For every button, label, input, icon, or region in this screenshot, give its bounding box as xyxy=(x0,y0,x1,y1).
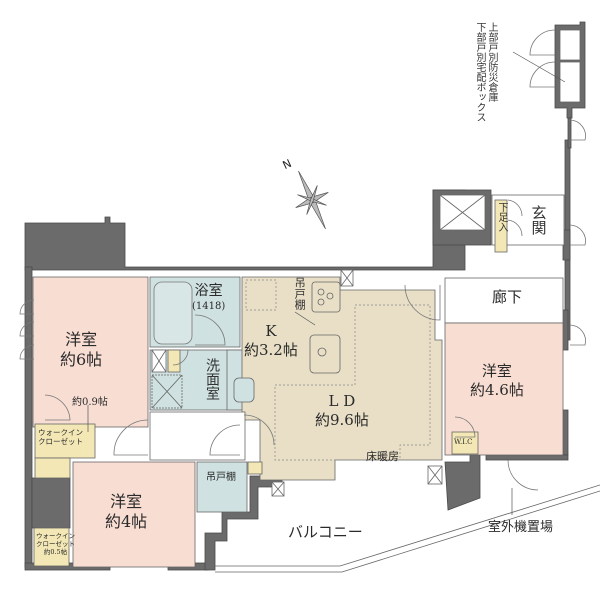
bedroom-2-size: 約4.6帖 xyxy=(470,380,524,399)
leader-lines xyxy=(87,51,566,515)
bedroom-2-wic-label: W.I.C xyxy=(454,438,473,446)
bedroom-1-size: 約6帖 xyxy=(60,350,103,369)
bedroom-1-label: 洋室 約6帖 xyxy=(60,330,102,370)
wic-2-line2: クローゼット xyxy=(36,540,75,549)
bedroom-6-fill xyxy=(32,276,149,428)
wic-2-line1: ウォークイン xyxy=(36,532,75,540)
bedroom-2-name: 洋室 xyxy=(481,362,512,380)
bedroom-3-label: 洋室 約4帖 xyxy=(105,492,147,532)
ld-name: L D xyxy=(328,392,356,410)
washroom-label: 洗面室 xyxy=(204,358,220,400)
shoe-storage-label: 下足入 xyxy=(496,202,507,232)
storage-note-line2: 下部戸別宅配ボックス xyxy=(474,22,485,122)
bedroom-3-size: 約4帖 xyxy=(105,512,148,531)
kitchen-name: K xyxy=(265,322,277,340)
door-swings xyxy=(19,29,586,491)
storage-note-line1: 上部戸別防災倉庫 xyxy=(486,22,497,102)
ld-label: L D 約9.6帖 xyxy=(315,392,369,430)
wic-1-line1: ウォークイン xyxy=(38,428,83,437)
toilet-cabinet-label: 吊戸棚 xyxy=(206,472,236,483)
bedroom-3-name: 洋室 xyxy=(110,492,143,511)
wic-2-label: ウォークイン クローゼット 約0.5帖 xyxy=(36,532,75,556)
bath-name: 浴室 xyxy=(194,283,223,299)
kitchen-cabinet-label: 吊戸棚 xyxy=(293,277,307,310)
floor-heating-label: 床暖房 xyxy=(366,450,399,463)
bedroom-2-label: 洋室 約4.6帖 xyxy=(470,362,524,400)
ac-unit-label: 室外機置場 xyxy=(488,520,554,535)
compass-rose-icon xyxy=(295,170,329,230)
room-fills xyxy=(32,29,600,573)
wic-1-line2: クローゼット xyxy=(38,437,83,447)
corridor-label: 廊下 xyxy=(492,288,523,306)
floor-heating-outline xyxy=(245,279,431,461)
bedroom-1-name: 洋室 xyxy=(65,330,98,349)
wic-2-size: 約0.5帖 xyxy=(43,548,68,557)
entrance-label: 玄関 xyxy=(529,205,548,235)
bath-spec: (1418) xyxy=(192,300,226,312)
bath-label: 浴室 (1418) xyxy=(192,283,225,313)
wic-1-size: 約0.9帖 xyxy=(72,397,108,408)
kitchen-label: K 約3.2帖 xyxy=(244,322,298,360)
kitchen-size: 約3.2帖 xyxy=(244,340,298,359)
balcony-label: バルコニー xyxy=(288,523,363,541)
ld-size: 約9.6帖 xyxy=(315,410,369,429)
wic-1-label: ウォークイン クローゼット xyxy=(38,428,83,447)
